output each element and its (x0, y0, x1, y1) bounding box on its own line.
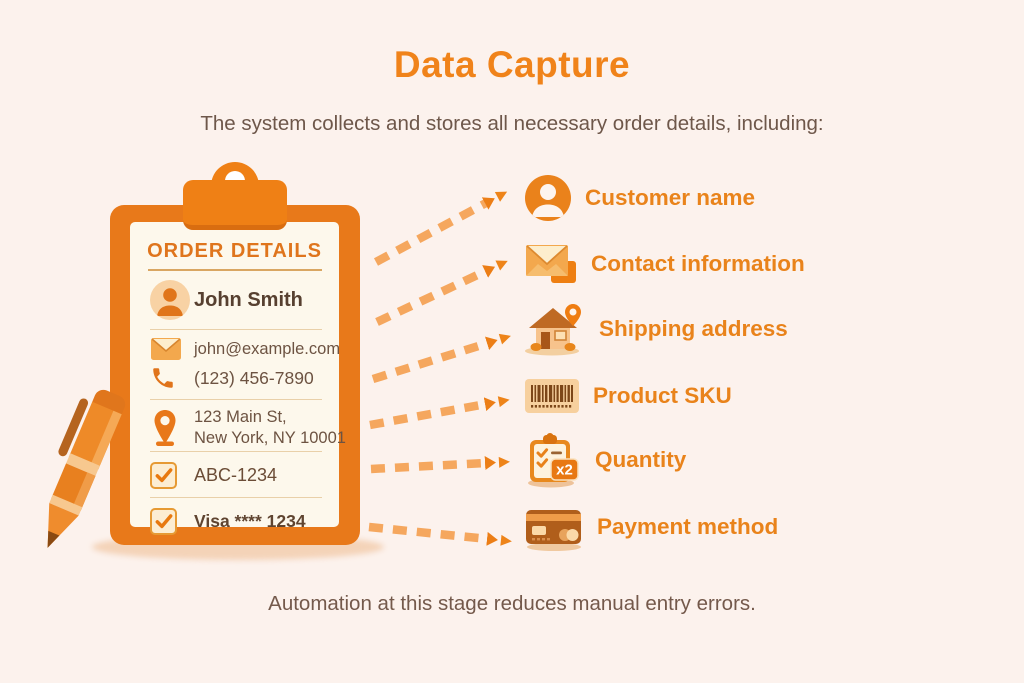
avatar-icon (150, 280, 194, 320)
arrow-contact-information (375, 260, 508, 326)
list-item-customer-name: Customer name (524, 170, 755, 226)
order-details-clipboard: ORDER DETAILS John Smith (110, 162, 360, 545)
list-item-payment-method: Payment method (524, 499, 778, 555)
list-item-quantity: x2 Quantity (524, 432, 686, 488)
customer-name-value: John Smith (194, 288, 303, 311)
item-label: Product SKU (593, 383, 732, 408)
sku-row: ABC-1234 (150, 458, 277, 492)
arrow-shipping-address (371, 333, 511, 384)
list-item-product-sku: Product SKU (524, 368, 732, 424)
checked-checkbox-icon (150, 507, 194, 535)
email-icon (150, 337, 194, 361)
page-subtitle: The system collects and stores all neces… (200, 112, 824, 135)
address-line2: New York, NY 10001 (194, 429, 346, 447)
phone-row: (123) 456-7890 (150, 364, 314, 392)
divider (150, 451, 322, 452)
arrow-product-sku (369, 396, 510, 430)
item-label: Contact information (591, 251, 805, 276)
email-value: john@example.com (194, 339, 341, 358)
page-footer: Automation at this stage reduces manual … (268, 592, 756, 615)
barcode-icon (524, 374, 580, 418)
arrow-customer-name (373, 191, 508, 266)
page-title: Data Capture (393, 44, 631, 85)
phone-icon (150, 365, 194, 391)
email-row: john@example.com (150, 336, 340, 362)
credit-card-icon (524, 502, 584, 552)
phone-value: (123) 456-7890 (194, 367, 314, 388)
sku-value: ABC-1234 (194, 464, 278, 485)
address-value: 123 Main St, New York, NY 10001 (194, 407, 346, 449)
item-label: Shipping address (599, 316, 788, 341)
arrow-quantity (370, 456, 510, 474)
house-pin-icon (524, 302, 586, 356)
pen-icon (47, 389, 126, 548)
item-label: Quantity (595, 447, 687, 472)
item-label: Customer name (585, 185, 756, 210)
payment-row: Visa **** 1234 (150, 504, 306, 538)
clipboard-header: ORDER DETAILS (147, 240, 322, 262)
item-label: Payment method (597, 514, 779, 539)
checklist-icon: x2 (524, 432, 582, 488)
arrow-payment-method (368, 522, 512, 546)
list-item-shipping-address: Shipping address (524, 301, 788, 357)
clipboard-clip-bar (183, 180, 287, 230)
divider (150, 497, 322, 498)
divider (148, 269, 322, 271)
customer-name-row: John Smith (150, 278, 303, 322)
mail-icon (524, 240, 578, 288)
quantity-badge: x2 (556, 462, 573, 479)
list-item-contact-information: Contact information (524, 236, 805, 292)
divider (150, 329, 322, 330)
checked-checkbox-icon (150, 461, 194, 489)
location-pin-icon (150, 408, 194, 448)
user-icon (524, 174, 572, 222)
address-line1: 123 Main St, (194, 408, 287, 426)
payment-value: Visa **** 1234 (194, 510, 306, 531)
divider (150, 399, 322, 400)
address-row: 123 Main St, New York, NY 10001 (150, 406, 346, 450)
